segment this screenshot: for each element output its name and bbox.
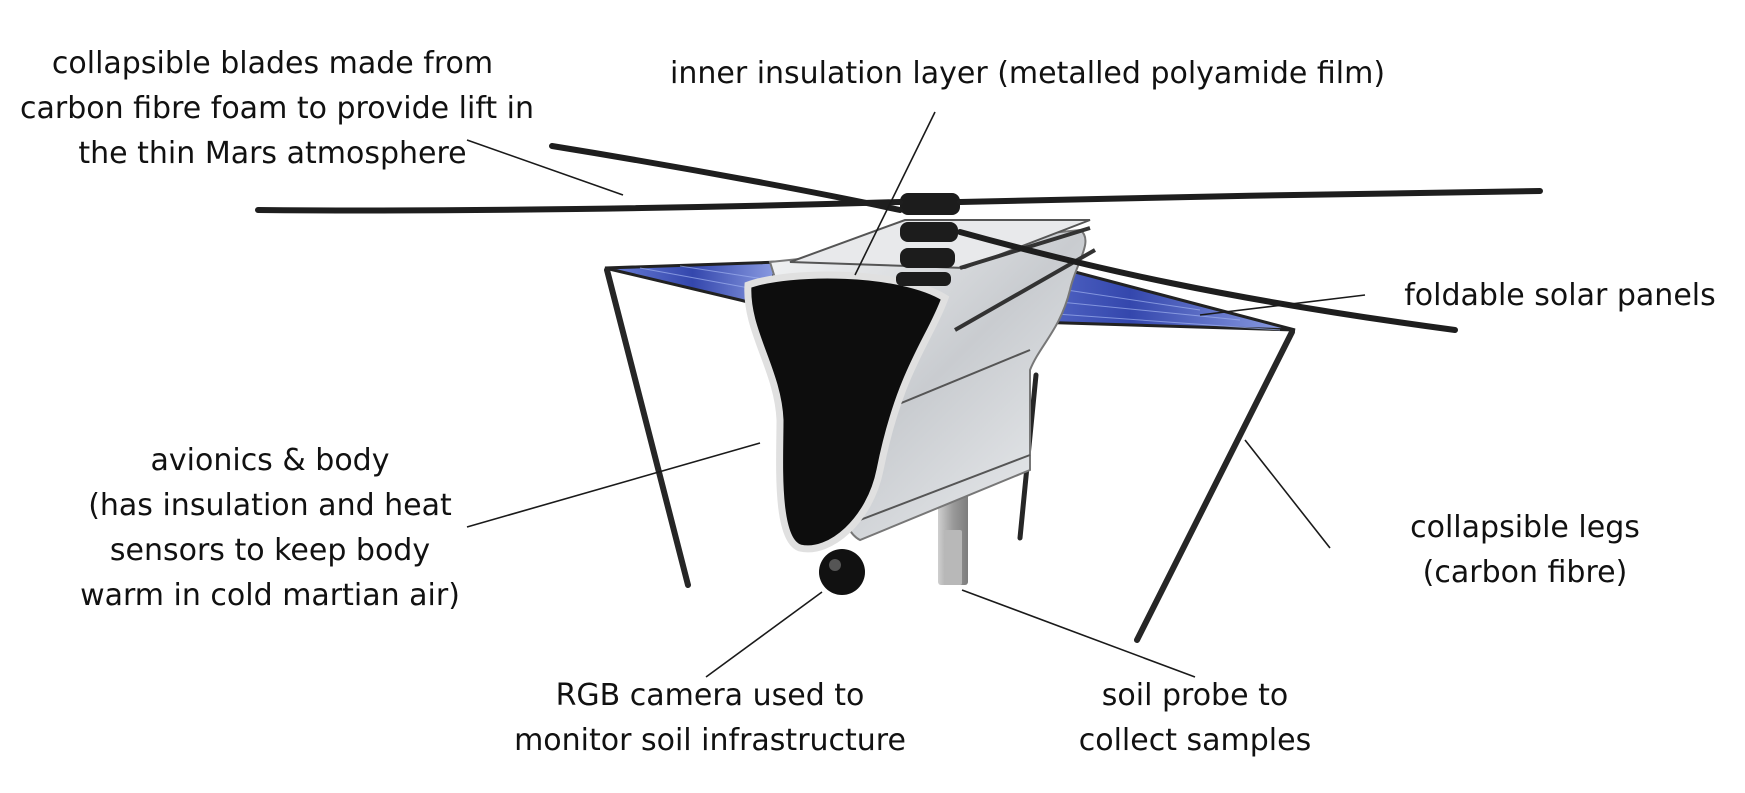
rgb-camera [819, 549, 865, 595]
rotor-blades [255, 143, 1543, 333]
label-blades-line: collapsible blades made from [51, 46, 494, 81]
label-insulation: inner insulation layer (metalled polyami… [670, 51, 1386, 96]
label-solar-line: foldable solar panels [1404, 278, 1716, 313]
label-blades-line: the thin Mars atmosphere [78, 136, 467, 171]
label-avionics-line: sensors to keep body [109, 533, 431, 568]
rotor-hub [896, 193, 960, 286]
label-solar-panels: foldable solar panels [1390, 273, 1730, 318]
label-camera-line: RGB camera used to [555, 678, 865, 713]
label-probe-line: collect samples [1078, 723, 1312, 758]
label-avionics-line: avionics & body [150, 443, 390, 478]
label-legs: collapsible legs (carbon fibre) [1385, 505, 1665, 595]
label-camera-line: monitor soil infrastructure [514, 723, 906, 758]
label-legs-line: (carbon fibre) [1422, 555, 1628, 590]
label-avionics-line: (has insulation and heat [88, 488, 452, 523]
label-blades-line: carbon fibre foam to provide lift in [20, 91, 535, 126]
label-avionics: avionics & body (has insulation and heat… [70, 438, 470, 618]
label-insulation-line: inner insulation layer (metalled polyami… [670, 56, 1386, 91]
label-blades: collapsible blades made from carbon fibr… [20, 41, 535, 176]
label-legs-line: collapsible legs [1410, 510, 1640, 545]
label-probe-line: soil probe to [1101, 678, 1289, 713]
leader-lines [466, 111, 1366, 678]
label-avionics-line: warm in cold martian air) [80, 578, 460, 613]
label-camera: RGB camera used to monitor soil infrastr… [500, 673, 920, 763]
label-probe: soil probe to collect samples [1055, 673, 1335, 763]
